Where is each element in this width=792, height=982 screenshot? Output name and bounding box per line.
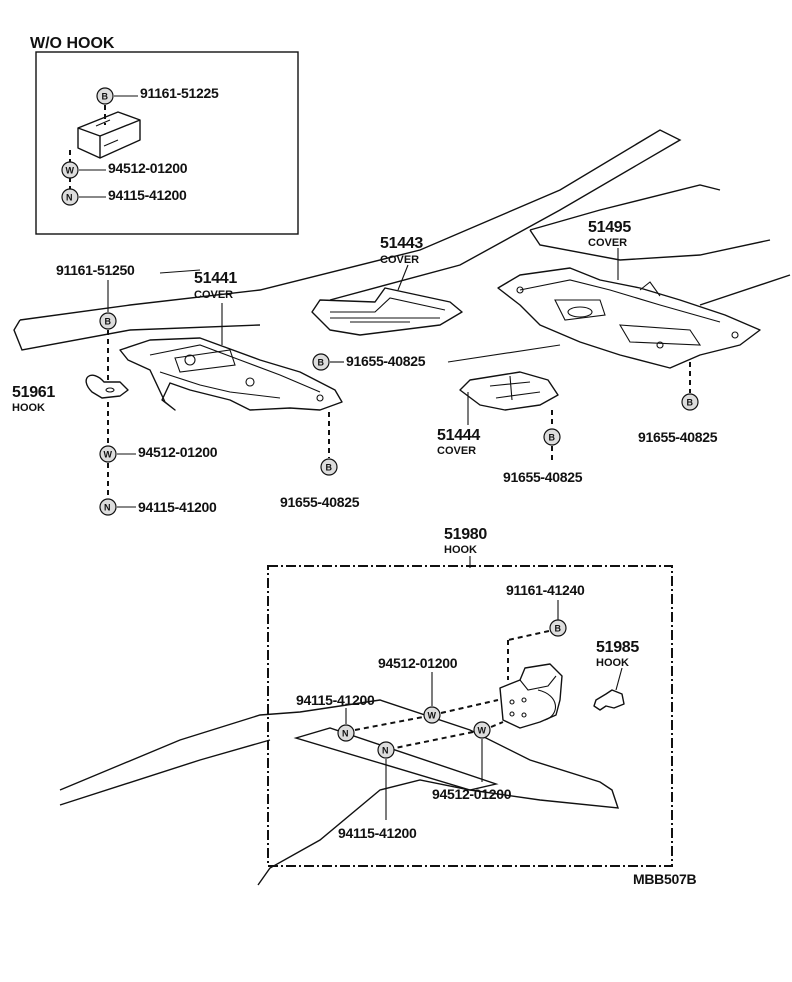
cover-51444: 51444 COVER (437, 371, 559, 457)
hook-nut-top-number: 94115-41200 (296, 692, 375, 708)
svg-text:B: B (318, 358, 325, 368)
svg-text:N: N (104, 503, 111, 513)
hook-bolt-symbol: B (549, 619, 567, 637)
hook-51985-label: HOOK (596, 657, 629, 669)
bolt-51444-symbol: B (543, 428, 561, 446)
svg-text:W: W (478, 726, 487, 736)
bolt-51495-symbol: B (681, 393, 699, 411)
cover-51495: 51495 COVER (497, 219, 761, 369)
cover-51443: 51443 COVER (311, 235, 463, 336)
nut-left-number: 94115-41200 (138, 499, 217, 515)
hook-51985-number: 51985 (596, 639, 639, 656)
hook-washer-top-number: 94512-01200 (378, 655, 458, 671)
bolt-51444-callout: B 91655-40825 (503, 410, 583, 485)
hook-washer-bottom-symbol: W (473, 721, 491, 739)
bolt-mid-symbol: B (320, 458, 338, 476)
cover-51441: 51441 COVER (119, 270, 343, 411)
hook-nut-bottom-number: 94115-41200 (338, 825, 417, 841)
svg-text:B: B (549, 433, 556, 443)
hook-51980-group-box (267, 565, 673, 867)
left-fastener-stack: 91161-51250 B W 94512-01200 N 94115-4120… (56, 262, 218, 516)
cover-51444-label: COVER (437, 445, 476, 457)
svg-text:N: N (382, 746, 389, 756)
hook-washer-top-symbol: W (423, 706, 441, 724)
inset-without-hook: W/O HOOK B 91161-51225 W 94512-01200 N 9… (30, 35, 299, 235)
svg-text:B: B (326, 463, 333, 473)
hook-51980-label: HOOK (444, 544, 477, 556)
hook-51980-assembly: 51980 HOOK 91161-41240 B 51985 HOOK 9451… (59, 526, 673, 886)
hook-51961-label: HOOK (12, 402, 45, 414)
inset-washer-number: 94512-01200 (108, 160, 188, 176)
hook-nut-top-symbol: N (337, 724, 355, 742)
cover-51441-label: COVER (194, 289, 233, 301)
cover-51444-shape (459, 371, 559, 411)
inset-nut-symbol: N (61, 188, 79, 206)
svg-text:B: B (102, 92, 109, 102)
bolt-left-top-number: 91161-51250 (56, 262, 135, 278)
inset-bolt-number: 91161-51225 (140, 85, 219, 101)
cover-51443-label: COVER (380, 254, 419, 266)
hook-mount-plate (293, 727, 499, 791)
svg-text:B: B (555, 624, 562, 634)
hook-51985-shape (593, 689, 625, 711)
nut-left-symbol: N (99, 498, 117, 516)
bolt-51444-number: 91655-40825 (503, 469, 583, 485)
svg-text:W: W (66, 166, 75, 176)
bolt-51441-symbol: B (312, 353, 330, 371)
cover-51495-shape (497, 267, 761, 369)
bolt-mid-callout: B 91655-40825 (280, 412, 360, 510)
inset-bracket-icon (77, 111, 141, 159)
inset-nut-number: 94115-41200 (108, 187, 187, 203)
bolt-51441-number: 91655-40825 (346, 353, 426, 369)
svg-text:B: B (105, 317, 112, 327)
inset-title: W/O HOOK (30, 35, 115, 52)
cover-51495-number: 51495 (588, 219, 631, 236)
inset-washer-symbol: W (61, 161, 79, 179)
cover-51443-shape (311, 287, 463, 336)
svg-text:B: B (687, 398, 694, 408)
svg-text:N: N (66, 193, 73, 203)
bolt-mid-number: 91655-40825 (280, 494, 360, 510)
svg-text:W: W (428, 711, 437, 721)
diagram-code: MBB507B (633, 871, 696, 887)
hook-51961: 51961 HOOK (12, 374, 129, 414)
cover-51441-number: 51441 (194, 270, 237, 287)
hook-nut-bottom-symbol: N (377, 741, 395, 759)
hook-51961-number: 51961 (12, 384, 55, 401)
inset-bolt-symbol: B (96, 87, 114, 105)
washer-left-number: 94512-01200 (138, 444, 218, 460)
frame-outline (13, 129, 791, 351)
hook-bolt-number: 91161-41240 (506, 582, 585, 598)
svg-text:N: N (342, 729, 349, 739)
bolt-left-symbol: B (99, 312, 117, 330)
svg-text:W: W (104, 450, 113, 460)
hook-51980-number: 51980 (444, 526, 487, 543)
cover-51443-number: 51443 (380, 235, 423, 252)
cover-51441-shape (119, 337, 343, 411)
hook-51961-shape (85, 374, 129, 399)
bolt-51495-callout: B 91655-40825 (638, 362, 718, 445)
cover-51495-label: COVER (588, 237, 627, 249)
hook-washer-bottom-number: 94512-01200 (432, 786, 512, 802)
hook-51980-shape (499, 663, 563, 729)
washer-left-symbol: W (99, 445, 117, 463)
cover-51444-number: 51444 (437, 427, 480, 444)
inset-frame (35, 51, 299, 235)
bolt-51495-number: 91655-40825 (638, 429, 718, 445)
bolt-51441-callout: B 91655-40825 (312, 344, 561, 371)
